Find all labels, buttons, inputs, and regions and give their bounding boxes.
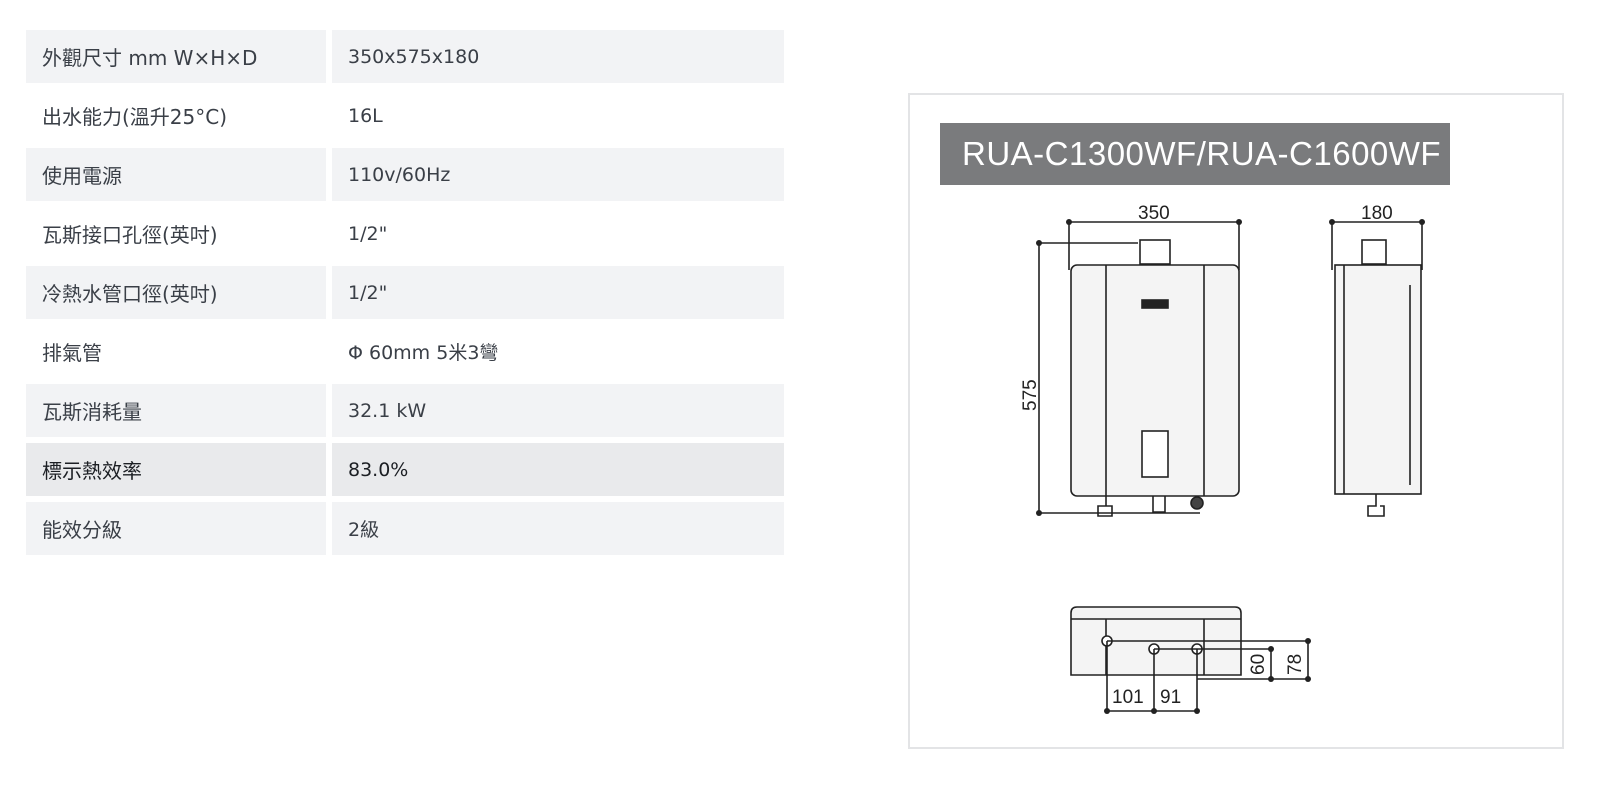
- spec-value: 83.0%: [332, 443, 784, 496]
- spec-label: 使用電源: [26, 148, 326, 201]
- spec-label: 冷熱水管口徑(英吋): [26, 266, 326, 319]
- spec-label: 出水能力(溫升25°C): [26, 89, 326, 142]
- spec-row: 外觀尺寸 mm W×H×D 350x575x180: [26, 30, 784, 83]
- spec-value: 1/2": [332, 207, 784, 260]
- dimension-drawing: 350 180 575 101 91 60 78: [1020, 203, 1425, 714]
- spec-label: 能效分級: [26, 502, 326, 555]
- brand-logo: [1141, 299, 1169, 309]
- spec-value: 2級: [332, 502, 784, 555]
- spec-label: 外觀尺寸 mm W×H×D: [26, 30, 326, 83]
- unit-front-body: [1070, 264, 1240, 497]
- spec-row: 使用電源 110v/60Hz: [26, 148, 784, 201]
- spec-row: 瓦斯消耗量 32.1 kW: [26, 384, 784, 437]
- dim-pipe-offset-2: 78: [1285, 654, 1306, 675]
- model-banner: RUA-C1300WF/RUA-C1600WF: [940, 123, 1450, 185]
- spec-value: Φ 60mm 5米3彎: [332, 325, 784, 378]
- dim-pipe-offset-1: 60: [1248, 654, 1269, 675]
- spec-table: 外觀尺寸 mm W×H×D 350x575x180 出水能力(溫升25°C) 1…: [26, 24, 784, 561]
- spec-label: 瓦斯接口孔徑(英吋): [26, 207, 326, 260]
- spec-value: 110v/60Hz: [332, 148, 784, 201]
- spec-value: 32.1 kW: [332, 384, 784, 437]
- spec-label: 排氣管: [26, 325, 326, 378]
- display-window: [1141, 430, 1169, 478]
- spec-label: 標示熱效率: [26, 443, 326, 496]
- unit-side-body: [1334, 264, 1422, 495]
- dim-height: 575: [1020, 379, 1041, 411]
- spec-value: 1/2": [332, 266, 784, 319]
- spec-row-highlighted[interactable]: 標示熱效率 83.0%: [26, 443, 784, 496]
- dim-side-depth: 180: [1361, 203, 1393, 224]
- dimension-drawing-panel: RUA-C1300WF/RUA-C1600WF: [908, 93, 1564, 749]
- spec-value: 350x575x180: [332, 30, 784, 83]
- dim-pipe-spacing-2: 91: [1160, 687, 1181, 708]
- dim-front-width: 350: [1138, 203, 1170, 224]
- spec-row: 瓦斯接口孔徑(英吋) 1/2": [26, 207, 784, 260]
- spec-row: 冷熱水管口徑(英吋) 1/2": [26, 266, 784, 319]
- spec-value: 16L: [332, 89, 784, 142]
- spec-label: 瓦斯消耗量: [26, 384, 326, 437]
- spec-row: 出水能力(溫升25°C) 16L: [26, 89, 784, 142]
- spec-row: 能效分級 2級: [26, 502, 784, 555]
- spec-row: 排氣管 Φ 60mm 5米3彎: [26, 325, 784, 378]
- flue-collar: [1139, 239, 1171, 265]
- dim-pipe-spacing-1: 101: [1112, 687, 1144, 708]
